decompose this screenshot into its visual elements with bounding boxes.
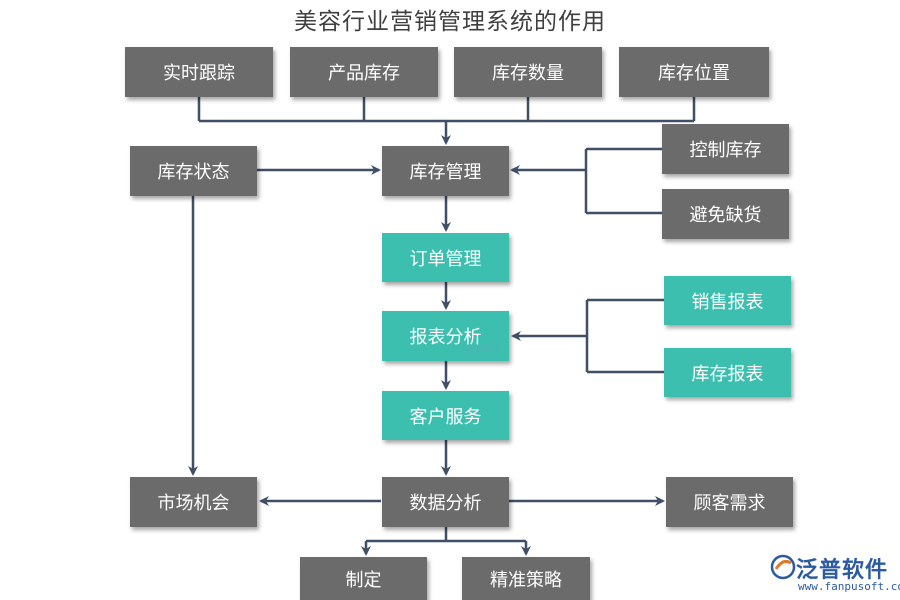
node-data-analysis: 数据分析: [382, 477, 509, 527]
node-market-opportunity: 市场机会: [130, 477, 257, 527]
logo-brand: 泛普软件: [796, 558, 889, 583]
node-customer-service: 客户服务: [382, 391, 509, 440]
node-customer-demand: 顾客需求: [666, 477, 793, 527]
node-inventory-report: 库存报表: [664, 348, 791, 397]
watermark-text: 泛普软件: [465, 345, 502, 355]
logo-url: www.fanpusoft.com: [798, 580, 900, 593]
node-inventory-location: 库存位置: [619, 47, 769, 97]
node-inventory-status: 库存状态: [130, 146, 257, 196]
node-product-inventory: 产品库存: [290, 47, 438, 97]
node-report-analysis: 报表分析: [382, 311, 509, 361]
node-precise-strategy: 精准策略: [462, 557, 590, 600]
node-realtime-tracking: 实时跟踪: [125, 47, 273, 97]
node-avoid-shortage: 避免缺货: [662, 189, 789, 239]
node-control-inventory: 控制库存: [662, 124, 789, 174]
node-order-management: 订单管理: [382, 233, 509, 282]
node-inventory-management: 库存管理: [382, 146, 509, 196]
node-sales-report: 销售报表: [664, 276, 791, 325]
fanpu-logo-icon: [770, 554, 796, 580]
fanpu-logo: 泛普软件 www.fanpusoft.com: [766, 548, 900, 598]
node-formulate: 制定: [300, 557, 427, 600]
diagram-title: 美容行业营销管理系统的作用: [294, 9, 606, 35]
node-inventory-quantity: 库存数量: [454, 47, 602, 97]
